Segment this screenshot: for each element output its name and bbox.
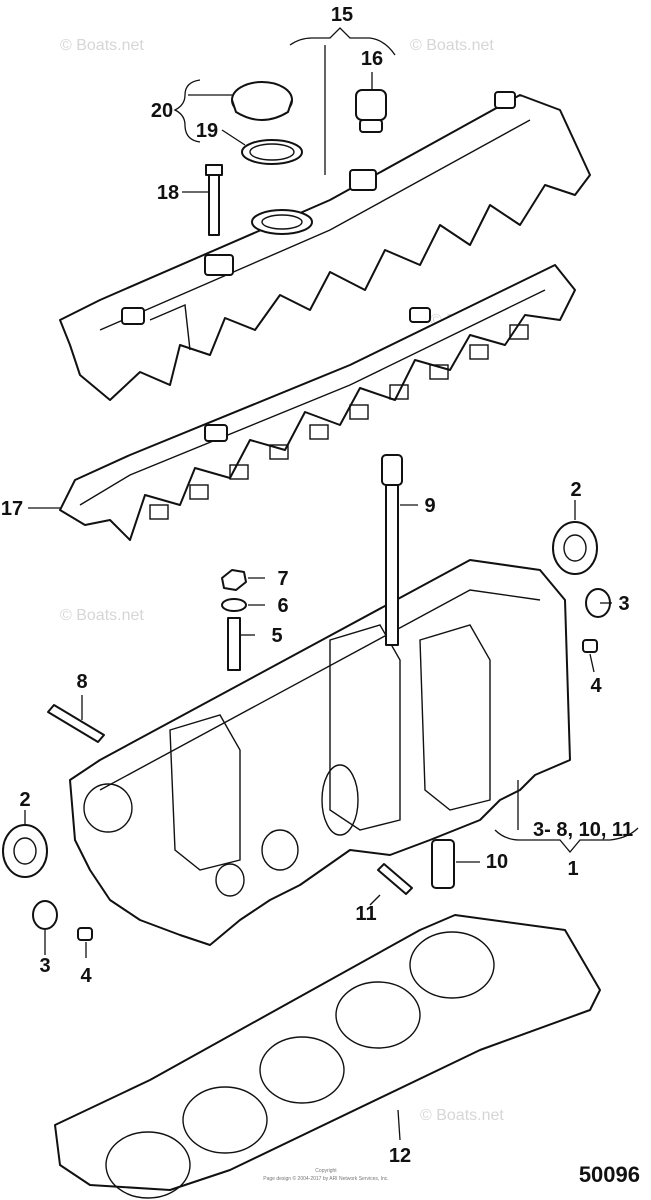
watermark: © Boats.net [60, 37, 144, 54]
callout-10: 10 [486, 851, 508, 873]
nut [221, 569, 247, 591]
callouts: 1 2 2 3 3 3- 8, 10, 11 4 4 5 6 7 8 9 10 … [1, 4, 633, 1167]
callout-4: 4 [590, 675, 602, 697]
callout-2: 2 [570, 479, 581, 501]
callout-8: 8 [76, 671, 87, 693]
breather-fitting [355, 89, 387, 133]
stud-5 [227, 617, 241, 671]
callout-3: 3 [39, 955, 50, 977]
callout-2: 2 [19, 789, 30, 811]
leader-lines [24, 27, 639, 1141]
valve-cover [59, 91, 591, 401]
seal-upper [552, 521, 598, 575]
footer-copyright: Copyright [315, 1168, 337, 1174]
small-plug-lower [77, 927, 93, 941]
cylinder-head [69, 559, 571, 946]
dowel [431, 839, 455, 889]
stud-11 [377, 863, 413, 895]
callout-3-8-10-11: 3- 8, 10, 11 [533, 819, 633, 841]
small-plug-upper [582, 639, 598, 653]
callout-7: 7 [277, 568, 288, 590]
seal-lower [2, 824, 48, 878]
cover-stud [205, 164, 223, 236]
callout-3: 3 [618, 593, 629, 615]
callout-6: 6 [277, 595, 288, 617]
watermark: © Boats.net [60, 607, 144, 624]
plug-lower [32, 900, 58, 930]
callout-18: 18 [157, 182, 179, 204]
valve-cover-gasket [59, 264, 576, 541]
callout-20: 20 [151, 100, 173, 122]
callout-1: 1 [567, 858, 578, 880]
callout-9: 9 [424, 495, 435, 517]
o-ring [241, 139, 303, 165]
head-bolt [381, 454, 403, 646]
callout-19: 19 [196, 120, 218, 142]
callout-5: 5 [271, 625, 282, 647]
stud-8 [47, 704, 105, 743]
callout-4: 4 [80, 965, 92, 987]
callout-12: 12 [389, 1145, 411, 1167]
watermark: © Boats.net [410, 37, 494, 54]
figure-number: 50096 [579, 1162, 640, 1187]
callout-11: 11 [355, 903, 376, 925]
footer-page-design: Page design © 2004-2017 by ARI Network S… [263, 1175, 388, 1182]
head-gasket [54, 914, 601, 1199]
washer [221, 598, 247, 612]
callout-16: 16 [361, 48, 383, 70]
callout-17: 17 [1, 498, 23, 520]
gasket-slots [149, 324, 529, 520]
watermark: © Boats.net [420, 1107, 504, 1124]
callout-15: 15 [331, 4, 353, 26]
oil-filler-cap [231, 81, 293, 121]
